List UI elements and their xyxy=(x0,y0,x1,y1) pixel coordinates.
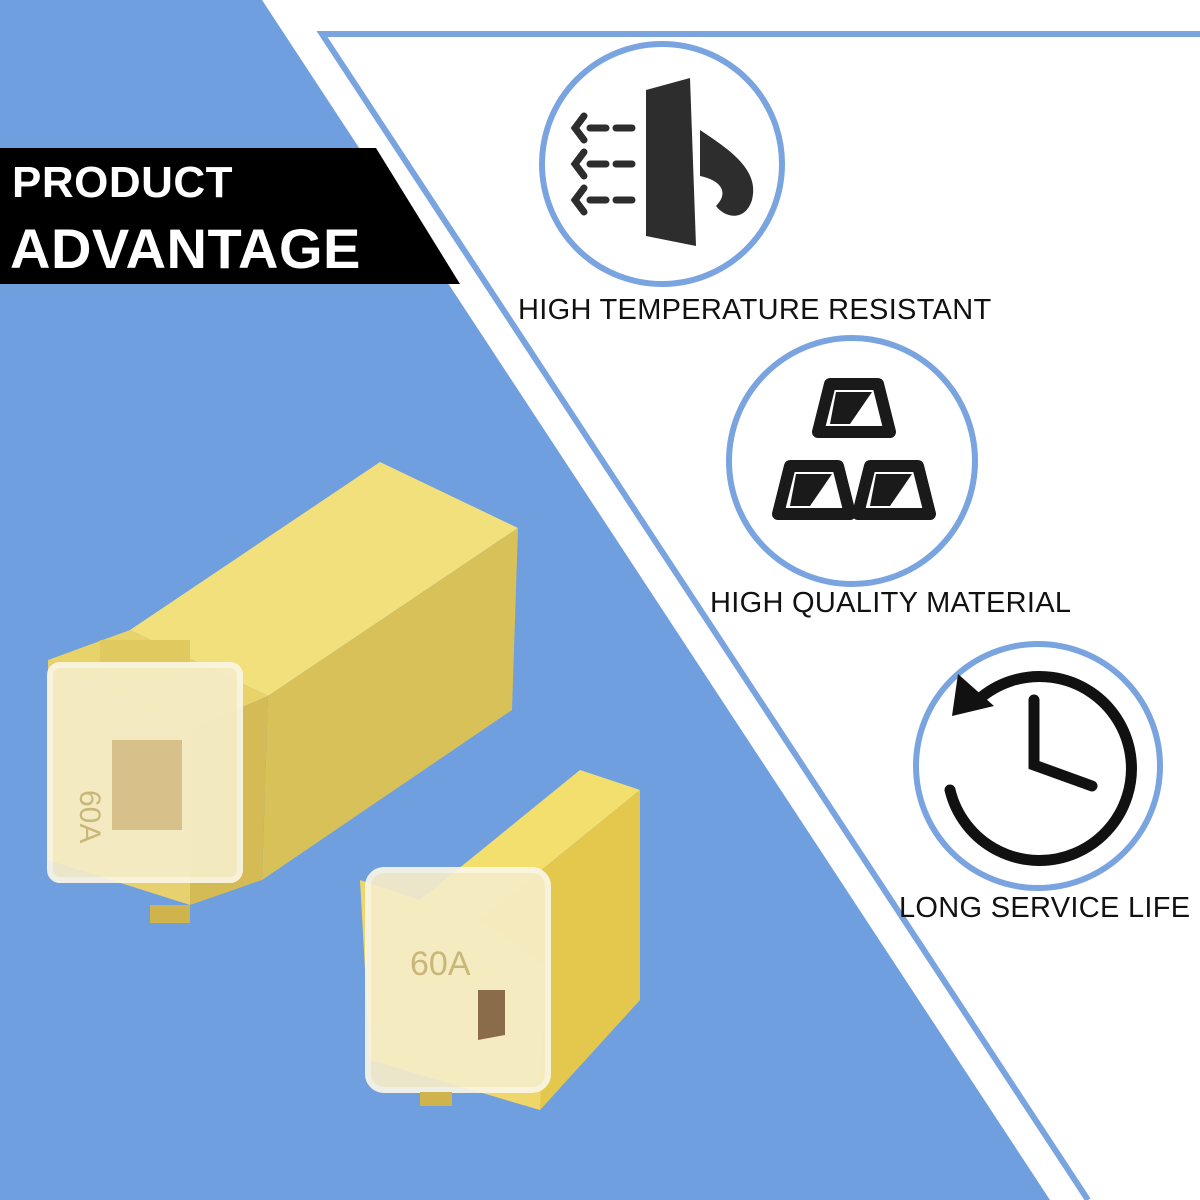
panel-outline xyxy=(316,31,1200,1200)
badge-title-line1: PRODUCT xyxy=(12,158,234,207)
large-fuse: 60A xyxy=(47,462,518,923)
clock-history-icon xyxy=(944,671,1137,866)
badge-title-line2: ADVANTAGE xyxy=(10,217,361,280)
feature-label-high-temperature: HIGH TEMPERATURE RESISTANT xyxy=(518,294,992,326)
small-fuse-rating: 60A xyxy=(410,945,471,983)
heat-shield-icon xyxy=(570,78,754,246)
feature-label-long-service: LONG SERVICE LIFE xyxy=(899,892,1191,924)
small-fuse: 60A xyxy=(360,770,640,1110)
large-fuse-rating: 60A xyxy=(73,790,106,843)
material-icon-circle xyxy=(726,335,978,587)
badge-background xyxy=(0,148,460,284)
gold-bars-icon xyxy=(772,378,936,520)
feature-label-high-quality: HIGH QUALITY MATERIAL xyxy=(710,587,1072,619)
